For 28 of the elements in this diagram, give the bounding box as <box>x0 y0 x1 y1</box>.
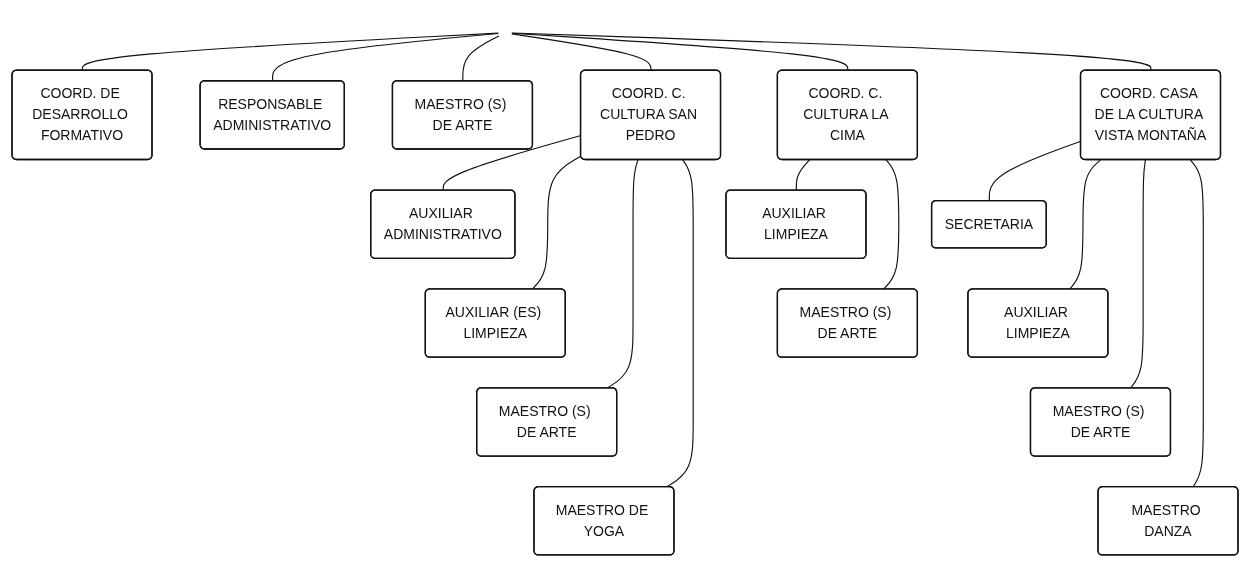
connector-line <box>882 158 900 290</box>
position-box: RESPONSABLE ADMINISTRATIVO <box>199 79 345 150</box>
connector-line <box>1129 158 1146 389</box>
connector-line <box>462 34 500 82</box>
connector-line <box>795 158 811 191</box>
connector-line <box>665 158 694 488</box>
connector-line <box>272 32 499 82</box>
connector-line <box>511 32 652 71</box>
position-box: MAESTRO DANZA <box>1097 485 1239 556</box>
position-box: AUXILIAR ADMINISTRATIVO <box>370 188 516 259</box>
position-box: COORD. DE DESARROLLO FORMATIVO <box>11 69 153 160</box>
position-box: COORD. CASA DE LA CULTURA VISTA MONTAÑA <box>1079 69 1222 160</box>
connector-line <box>531 155 582 290</box>
position-box: MAESTRO DE YOGA <box>533 485 675 556</box>
position-box: MAESTRO (S) DE ARTE <box>476 386 618 457</box>
position-box: SECRETARIA <box>930 199 1047 249</box>
connector-line <box>606 158 639 389</box>
position-box: MAESTRO (S) DE ARTE <box>776 287 919 358</box>
position-box: MAESTRO (S) DE ARTE <box>391 79 534 150</box>
position-box: AUXILIAR (ES) LIMPIEZA <box>424 287 566 358</box>
position-box: AUXILIAR LIMPIEZA <box>967 287 1109 358</box>
connector-line <box>511 32 1152 71</box>
connector-line <box>1189 158 1204 488</box>
position-box: MAESTRO (S) DE ARTE <box>1029 386 1172 457</box>
position-box: COORD. C. CULTURA LA CIMA <box>776 69 919 160</box>
position-box: COORD. C. CULTURA SAN PEDRO <box>579 69 722 160</box>
connector-line <box>1068 158 1102 290</box>
position-box: AUXILIAR LIMPIEZA <box>725 188 867 259</box>
